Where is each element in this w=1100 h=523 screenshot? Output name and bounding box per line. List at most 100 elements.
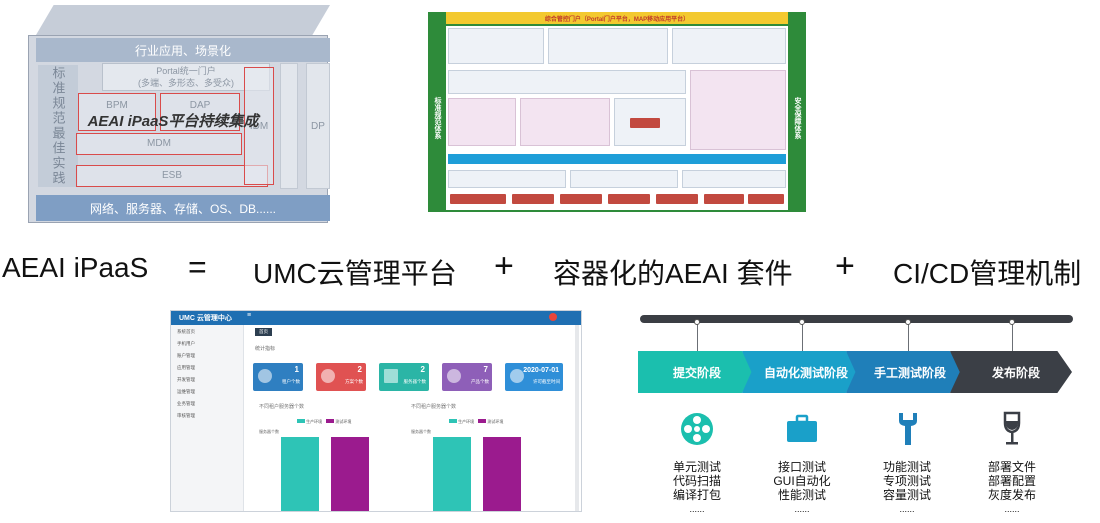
scrollbar[interactable] bbox=[575, 325, 579, 511]
legend-label-b: 测试环境 bbox=[335, 419, 352, 424]
stat-label: 租户个数 bbox=[282, 379, 300, 384]
stat-card-products[interactable]: 7 产品个数 bbox=[442, 363, 492, 391]
sidebar-item[interactable]: 系统首页 bbox=[177, 329, 195, 334]
list-item: GUI自动化 bbox=[773, 474, 831, 488]
equation-lhs: AEAI iPaaS bbox=[2, 252, 149, 283]
stat-card-servers[interactable]: 2 服务器个数 bbox=[379, 363, 429, 391]
arch-block bbox=[672, 28, 786, 64]
server-icon bbox=[384, 369, 398, 383]
arch-right-side: 安全保障体系 bbox=[794, 97, 801, 139]
arch-red-block bbox=[560, 194, 602, 204]
arch-block bbox=[682, 170, 786, 188]
list-item: 灰度发布 bbox=[987, 488, 1036, 502]
arch-block bbox=[448, 170, 566, 188]
list-item: ...... bbox=[689, 504, 705, 514]
dashboard-title: UMC 云管理中心 bbox=[179, 315, 232, 322]
sidebar-item[interactable]: 手机用户 bbox=[177, 341, 195, 346]
legend-label-a: 生产环境 bbox=[306, 419, 323, 424]
arch-blue-band bbox=[448, 154, 786, 164]
box-column bbox=[280, 63, 298, 189]
arch-red-block bbox=[748, 194, 784, 204]
clock-icon bbox=[510, 369, 524, 383]
sidebar-item[interactable]: 账户管理 bbox=[177, 353, 195, 358]
timeline-dot bbox=[694, 319, 700, 325]
stat-value: 7 bbox=[483, 365, 488, 374]
arch-block bbox=[570, 170, 678, 188]
arch-pink-block bbox=[690, 70, 786, 150]
stat-card-schemes[interactable]: 2 方案个数 bbox=[316, 363, 366, 391]
sidebar-item[interactable]: 业务管理 bbox=[177, 401, 195, 406]
stat-label: 服务器个数 bbox=[403, 379, 427, 384]
list-item: 部署文件 bbox=[987, 460, 1036, 474]
legend-label-a: 生产环境 bbox=[458, 419, 475, 424]
chart-title-2: 不同租户服务器个数 bbox=[411, 404, 457, 410]
dashboard-sidebar: 系统首页 手机用户 账户管理 应用管理 开发管理 运维管理 业务管理 审核管理 bbox=[171, 325, 244, 511]
stat-value: 2 bbox=[357, 365, 362, 374]
equation-equals: = bbox=[188, 249, 207, 285]
chart-bar bbox=[433, 437, 471, 511]
list-item: 性能测试 bbox=[777, 488, 826, 502]
list-item: 功能测试 bbox=[882, 460, 931, 474]
architecture-diagram: 综合管控门户（Portal门户平台，MAP移动应用平台） 标准规范体系 安全保障… bbox=[428, 12, 806, 212]
portal-label: Portal统一门户 bbox=[156, 66, 216, 76]
sidebar-item[interactable]: 运维管理 bbox=[177, 389, 195, 394]
gauge-icon bbox=[321, 369, 335, 383]
arch-red-block bbox=[630, 118, 660, 128]
stage-commit: 提交阶段 bbox=[638, 351, 756, 393]
menu-icon[interactable]: ≡ bbox=[247, 312, 252, 319]
mdm-block: MDM bbox=[76, 133, 242, 155]
timeline-dot bbox=[1009, 319, 1015, 325]
briefcase-icon bbox=[784, 410, 820, 448]
list-item: 专项测试 bbox=[882, 474, 931, 488]
arch-red-block bbox=[512, 194, 554, 204]
arch-header: 综合管控门户（Portal门户平台，MAP移动应用平台） bbox=[446, 12, 788, 24]
equation-term-container: 容器化的AEAI 套件 bbox=[553, 258, 793, 289]
stat-card-license[interactable]: 2020-07-01 许可截至时间 bbox=[505, 363, 563, 391]
auto-test-stage-items: 接口测试 GUI自动化 性能测试 ...... bbox=[757, 460, 847, 516]
list-item: 代码扫描 bbox=[672, 474, 721, 488]
arch-pink-block bbox=[520, 98, 610, 146]
chart-bar bbox=[483, 437, 521, 511]
sidebar-item[interactable]: 应用管理 bbox=[177, 365, 195, 370]
tab-home[interactable]: 首页 bbox=[255, 328, 272, 336]
list-item: 单元测试 bbox=[672, 460, 721, 474]
list-item: ...... bbox=[794, 504, 810, 514]
pipeline-timeline bbox=[640, 315, 1073, 323]
stat-label: 产品个数 bbox=[471, 379, 489, 384]
avatar[interactable] bbox=[549, 313, 557, 321]
equation-term-umc: UMC云管理平台 bbox=[253, 258, 457, 289]
timeline-connector bbox=[908, 323, 909, 351]
timeline-dot bbox=[905, 319, 911, 325]
sidebar-item[interactable]: 审核管理 bbox=[177, 413, 195, 418]
list-item: 编译打包 bbox=[672, 488, 721, 502]
list-item: 容量测试 bbox=[882, 488, 931, 502]
chart-bar bbox=[331, 437, 369, 511]
legend-label-b: 测试环境 bbox=[487, 419, 504, 424]
list-item: ...... bbox=[899, 504, 915, 514]
stat-label: 方案个数 bbox=[345, 379, 363, 384]
release-stage-items: 部署文件 部署配置 灰度发布 ...... bbox=[967, 460, 1057, 516]
arch-red-block bbox=[704, 194, 744, 204]
dp-block: DP bbox=[306, 63, 330, 189]
bpm-block: BPM bbox=[78, 93, 156, 131]
arch-red-block bbox=[656, 194, 698, 204]
chart-legend-1: 生产环境 测试环境 bbox=[297, 419, 351, 425]
industry-application-band: 行业应用、场景化 bbox=[36, 38, 330, 62]
arch-block bbox=[548, 28, 668, 64]
stat-value: 2020-07-01 bbox=[523, 367, 559, 374]
list-item: 接口测试 bbox=[777, 460, 826, 474]
stat-card-tenants[interactable]: 1 租户个数 bbox=[253, 363, 303, 391]
timeline-connector bbox=[1012, 323, 1013, 351]
box-icon bbox=[447, 369, 461, 383]
axis-label-2: 服务器个数 bbox=[411, 429, 431, 434]
arch-block bbox=[448, 70, 686, 94]
list-item: ...... bbox=[1004, 504, 1020, 514]
chart-legend-2: 生产环境 测试环境 bbox=[449, 419, 503, 425]
sidebar-item[interactable]: 开发管理 bbox=[177, 377, 195, 382]
arch-inner bbox=[446, 26, 788, 210]
arch-pink-block bbox=[448, 98, 516, 146]
box-top-face bbox=[36, 5, 330, 35]
wrench-icon bbox=[890, 410, 926, 448]
stage-release: 发布阶段 bbox=[950, 351, 1072, 393]
portal-sublabel: (多端、多形态、多受众) bbox=[138, 78, 234, 88]
